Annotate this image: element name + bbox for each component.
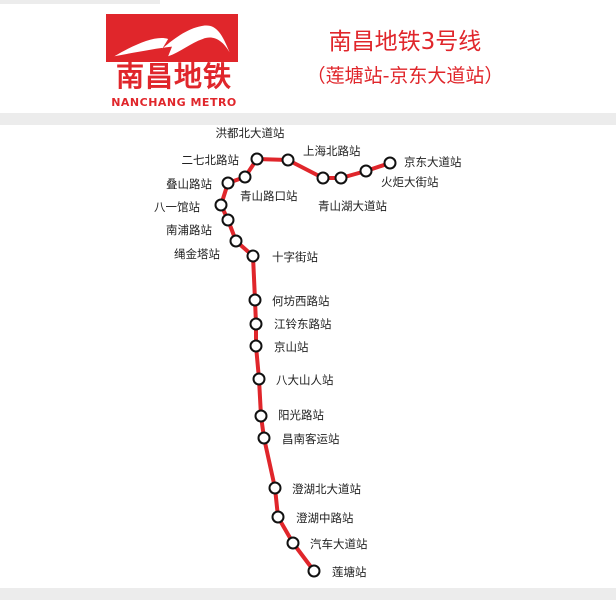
station-marker[interactable]: [221, 176, 235, 190]
station-label: 八大山人站: [276, 373, 334, 387]
station-marker[interactable]: [307, 564, 321, 578]
station-label: 八一馆站: [154, 200, 200, 214]
top-band: [0, 0, 160, 4]
station-label: 江铃东路站: [274, 317, 332, 331]
station-label: 青山路口站: [240, 189, 298, 203]
logo-text-en: NANCHANG METRO: [111, 96, 237, 109]
logo-emblem: [106, 14, 238, 62]
station-label: 澄湖北大道站: [292, 482, 361, 496]
station-marker[interactable]: [221, 213, 235, 227]
station-marker[interactable]: [249, 339, 263, 353]
station-label: 二七北路站: [182, 153, 240, 167]
station-marker[interactable]: [238, 170, 252, 184]
station-marker[interactable]: [334, 171, 348, 185]
station-label: 绳金塔站: [174, 247, 220, 261]
station-label: 洪都北大道站: [216, 126, 285, 140]
station-marker[interactable]: [271, 510, 285, 524]
station-marker[interactable]: [286, 536, 300, 550]
station-marker[interactable]: [316, 171, 330, 185]
station-label: 何坊西路站: [272, 294, 330, 308]
station-marker[interactable]: [250, 152, 264, 166]
station-marker[interactable]: [252, 372, 266, 386]
station-marker[interactable]: [359, 164, 373, 178]
line-3-track: [219, 157, 391, 573]
page-subtitle: （莲塘站-京东大道站）: [306, 65, 504, 87]
station-marker[interactable]: [281, 153, 295, 167]
divider-band: [0, 113, 616, 125]
station-marker[interactable]: [268, 481, 282, 495]
station-label: 火炬大街站: [381, 175, 439, 189]
station-label: 澄湖中路站: [296, 511, 354, 525]
station-label: 京东大道站: [404, 155, 462, 169]
page-title: 南昌地铁3号线: [328, 29, 482, 55]
station-label: 京山站: [274, 340, 309, 354]
station-marker[interactable]: [229, 234, 243, 248]
station-label: 上海北路站: [303, 144, 361, 158]
station-label: 十字街站: [272, 250, 318, 264]
station-label: 南浦路站: [166, 223, 212, 237]
station-marker[interactable]: [257, 431, 271, 445]
station-marker[interactable]: [248, 293, 262, 307]
bottom-band: [0, 588, 616, 600]
station-label: 阳光路站: [278, 408, 324, 422]
station-label: 昌南客运站: [282, 432, 340, 446]
station-label: 莲塘站: [332, 565, 367, 579]
station-label: 汽车大道站: [310, 537, 368, 551]
station-marker[interactable]: [254, 409, 268, 423]
logo-text-cn: 南昌地铁: [115, 60, 232, 93]
station-marker[interactable]: [249, 317, 263, 331]
station-marker[interactable]: [246, 249, 260, 263]
station-marker[interactable]: [214, 198, 228, 212]
station-marker[interactable]: [383, 156, 397, 170]
station-label: 叠山路站: [166, 177, 212, 191]
station-label: 青山湖大道站: [318, 199, 387, 213]
